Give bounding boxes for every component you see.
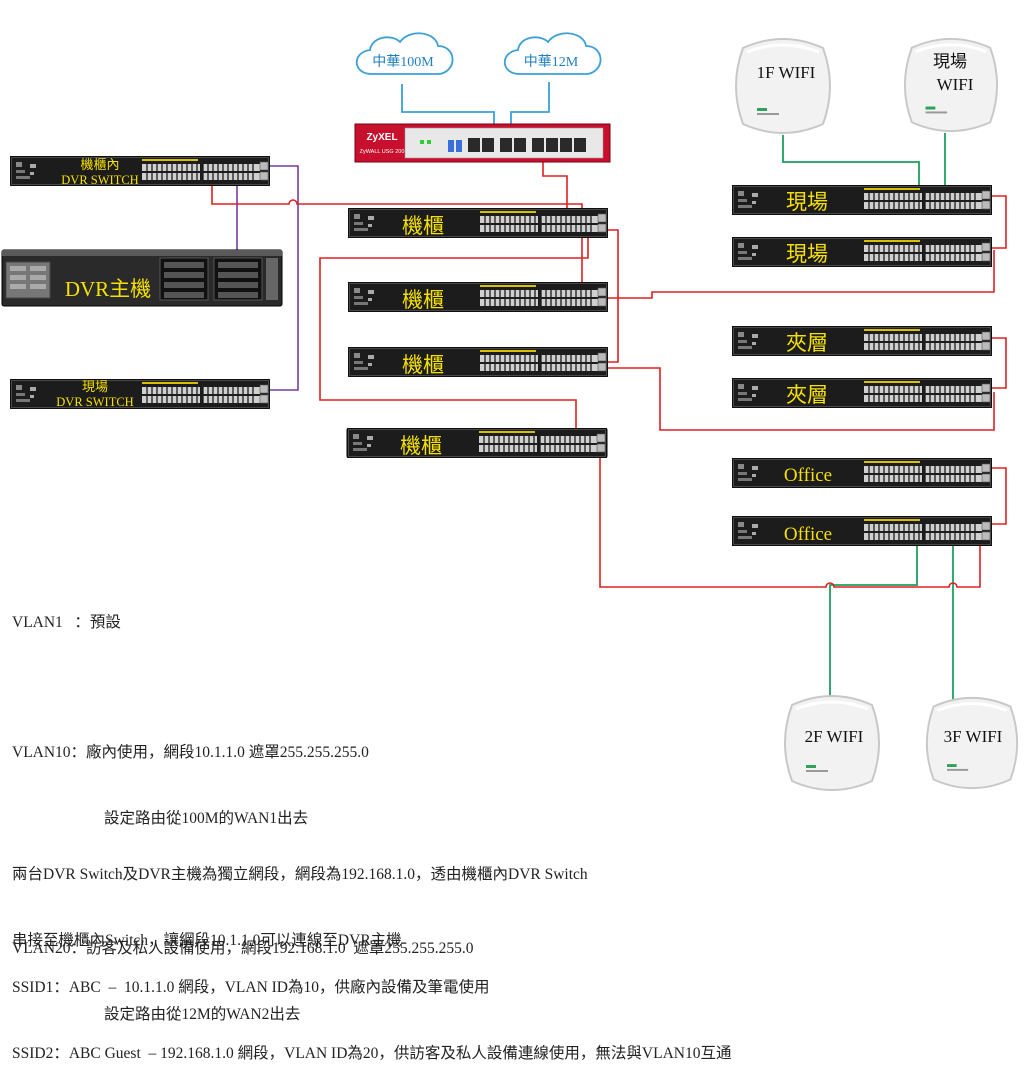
ap-2f-label: 2F WIFI (805, 727, 864, 746)
site-switch-1: 現場 (732, 185, 992, 215)
ap-1f-label: 1F WIFI (757, 63, 816, 82)
dvr-switch-rack-label-1: 機櫃內 (80, 157, 119, 172)
cloud-isp-12m: 中華12M (503, 32, 602, 75)
vlan20-note-line2: 設定路由從12M的WAN2出去 (104, 1006, 301, 1023)
office-switch-1-label: Office (784, 465, 832, 486)
site1-site2 (986, 195, 1007, 249)
dvr-switch-site: 現場 DVR SWITCH (10, 379, 270, 409)
cloud-isp-100m: 中華100M (355, 32, 454, 75)
dvr-site-link (258, 165, 299, 391)
ap-1f-link (782, 135, 920, 192)
vlan20-note-line1: VLAN20：訪客及私人設備使用，網段192.168.1.0 遮罩255.255… (12, 940, 474, 957)
rack-switch-1: 機櫃 (348, 208, 608, 238)
site-switch-2-label: 現場 (786, 242, 828, 266)
cloud-12m-label: 中華12M (524, 54, 579, 70)
rack1-to-site (319, 223, 596, 437)
ssid2-note: SSID2：ABC Guest – 192.168.1.0 網段，VLAN ID… (12, 1045, 732, 1062)
rack3-to-mezz (600, 367, 995, 431)
lan-links (211, 152, 1007, 588)
mezz-switch-1: 夾層 (732, 326, 992, 356)
rack-switch-2-label: 機櫃 (402, 288, 444, 312)
site-switch-2: 現場 (732, 237, 992, 267)
mezz-switch-2-label: 夾層 (786, 383, 828, 407)
ap-3f-label: 3F WIFI (944, 727, 1003, 746)
rack-switch-4-label: 機櫃 (400, 434, 442, 458)
dvrsw-to-rack1 (211, 172, 583, 214)
mezz1-mezz2 (986, 337, 1007, 389)
office-switch-1: Office (732, 458, 992, 488)
rack2-to-site2 (600, 250, 995, 299)
dvr-switch-rack: 機櫃內 DVR SWITCH (10, 156, 270, 187)
dvr-host-server: DVR主機 (1, 249, 283, 307)
firewall-brand: ZyXEL (366, 132, 397, 143)
ap-site-label-1: 現場 (933, 52, 967, 71)
dvr-note-line1: 兩台DVR Switch及DVR主機為獨立網段，網段為192.168.1.0，透… (12, 866, 588, 883)
office-switch-2: Office (732, 516, 992, 546)
rack-switch-4: 機櫃 (346, 428, 608, 458)
vlan10-note-line1: VLAN10：廠內使用，網段10.1.1.0 遮罩255.255.255.0 (12, 744, 369, 761)
fw-to-rack1 (542, 152, 568, 214)
ssid1-note: SSID1：ABC – 10.1.1.0 網段，VLAN ID為10，供廠內設備… (12, 979, 490, 996)
mezz-switch-2: 夾層 (732, 378, 992, 408)
rack-switch-2: 機櫃 (348, 282, 608, 312)
rack1-to-rack3 (600, 229, 619, 363)
office1-office2 (986, 467, 1007, 525)
vlan-notes: VLAN1 ：預設 VLAN10：廠內使用，網段10.1.1.0 遮罩255.2… (12, 568, 474, 1048)
firewall-model: ZyWALL USG 200 (360, 149, 405, 155)
ap-1f: 1F WIFI (734, 37, 832, 135)
ssid-notes: SSID1：ABC – 10.1.1.0 網段，VLAN ID為10，供廠內設備… (12, 933, 731, 1087)
dvr-switch-site-label-1: 現場 (82, 379, 108, 394)
firewall-zywall: ZyXEL ZyWALL USG 200 (354, 123, 611, 163)
dvr-switch-rack-label-2: DVR SWITCH (61, 173, 138, 187)
ap-2f-link (829, 537, 918, 705)
cloud-100m-label: 中華100M (372, 54, 434, 70)
rack-switch-3: 機櫃 (348, 347, 608, 377)
dvr-host-label: DVR主機 (65, 277, 151, 301)
dvr-switch-site-label-2: DVR SWITCH (56, 395, 133, 409)
ap-3f: 3F WIFI (925, 696, 1019, 790)
mezz-switch-1-label: 夾層 (786, 331, 828, 355)
office-switch-2-label: Office (784, 524, 832, 545)
dvr-note-line2: 串接至機櫃內Switch，讓網段10.1.1.0可以連線至DVR主機 (12, 932, 402, 949)
network-topology-diagram: 中華100M 中華12M ZyXEL ZyWALL USG 200 機櫃內 DV… (1, 32, 1019, 792)
rack-switch-1-label: 機櫃 (402, 214, 444, 238)
dvr-segment-note: 兩台DVR Switch及DVR主機為獨立網段，網段為192.168.1.0，透… (12, 820, 588, 974)
vlan1-note: VLAN1 ：預設 (12, 614, 121, 631)
rack-switch-3-label: 機櫃 (402, 353, 444, 377)
site-switch-1-label: 現場 (786, 190, 828, 214)
vlan10-note-line2: 設定路由從100M的WAN1出去 (104, 810, 309, 827)
ap-site: 現場 WIFI (903, 37, 999, 133)
wifi-links (782, 133, 954, 705)
rack4-to-office (599, 448, 981, 588)
ap-2f: 2F WIFI (783, 694, 881, 792)
ap-site-label-2: WIFI (937, 75, 974, 94)
